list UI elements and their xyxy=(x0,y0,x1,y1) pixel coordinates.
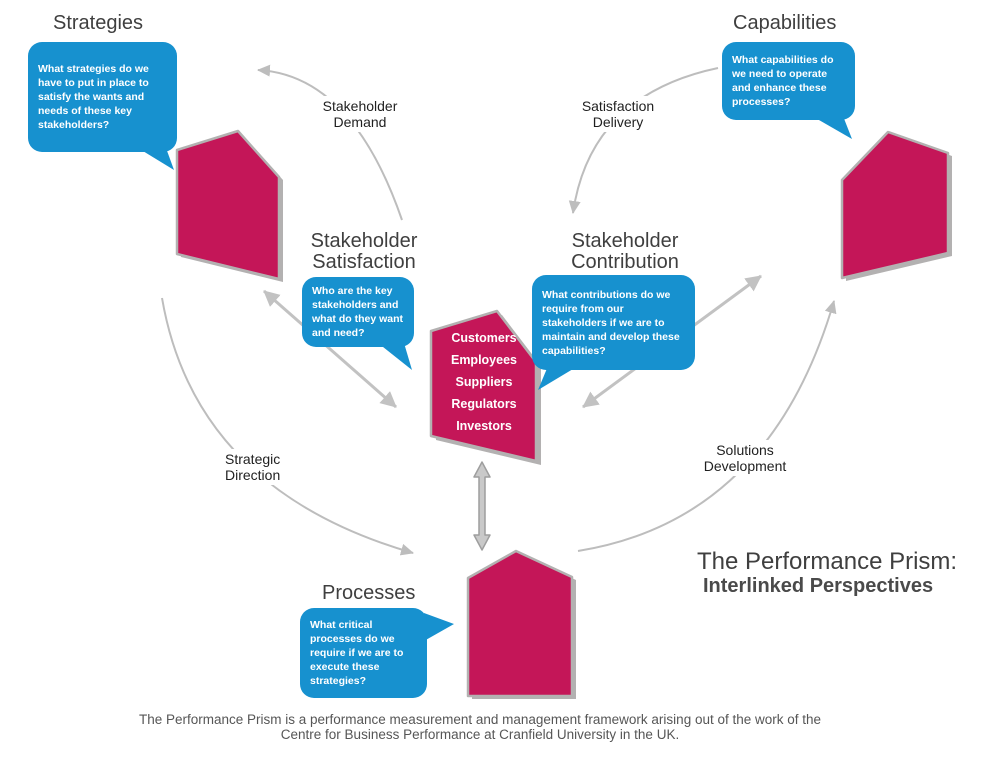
list-item: Employees xyxy=(450,353,517,367)
stakeholder-prism xyxy=(429,309,541,465)
stakeholder-satisfaction-heading: Stakeholder Satisfaction xyxy=(310,230,418,273)
vertical-double-arrow xyxy=(473,461,491,551)
strategies-heading: Strategies xyxy=(53,12,144,34)
capabilities-question-bubble: What capabilities do we need to operate … xyxy=(722,42,855,120)
stakeholder-list: Customers Employees Suppliers Regulators… xyxy=(431,327,537,437)
strategies-prism xyxy=(175,129,283,282)
flow-label-stakeholder-demand: Stakeholder Demand xyxy=(317,96,403,132)
processes-question-bubble: What critical processes do we require if… xyxy=(300,608,427,698)
flow-label-strategic-direction: Strategic Direction xyxy=(222,449,290,485)
flow-label-solutions-development: Solutions Development xyxy=(698,440,792,476)
satisfaction-question-bubble: Who are the key stakeholders and what do… xyxy=(302,277,414,347)
list-item: Regulators xyxy=(451,397,517,411)
capabilities-heading: Capabilities xyxy=(733,12,837,34)
satisfaction-bubble-tail xyxy=(378,343,412,370)
stakeholder-contribution-heading: Stakeholder Contribution xyxy=(571,230,679,273)
processes-bubble-tail xyxy=(424,613,454,641)
list-item: Investors xyxy=(456,419,512,433)
capabilities-prism xyxy=(840,130,952,281)
capabilities-bubble-tail xyxy=(812,116,852,139)
satisfaction-delivery-arrow xyxy=(568,67,719,214)
list-item: Suppliers xyxy=(455,375,513,389)
flow-label-satisfaction-delivery: Satisfaction Delivery xyxy=(577,96,659,132)
footer-caption: The Performance Prism is a performance m… xyxy=(138,712,822,742)
contribution-bubble-tail xyxy=(538,366,578,390)
contribution-question-bubble: What contributions do we require from ou… xyxy=(532,275,695,370)
strategies-bubble-tail xyxy=(138,148,174,170)
diagram-subtitle: Interlinked Perspectives xyxy=(703,575,934,597)
diagram-title: The Performance Prism: xyxy=(697,548,958,575)
list-item: Customers xyxy=(451,331,517,345)
strategies-question-bubble: What strategies do we have to put in pla… xyxy=(28,42,177,152)
processes-prism xyxy=(466,549,576,699)
processes-heading: Processes xyxy=(322,582,416,604)
satisfaction-exchange-arrow xyxy=(263,289,397,409)
